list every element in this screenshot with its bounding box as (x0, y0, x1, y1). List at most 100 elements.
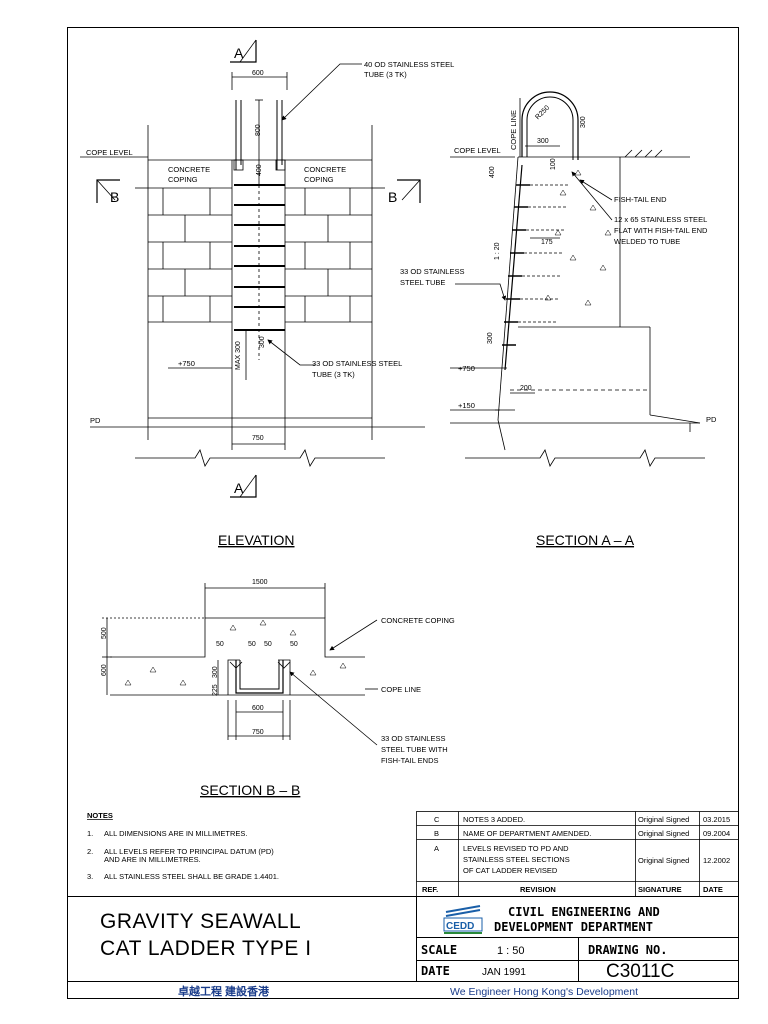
notes-heading: NOTES (87, 811, 113, 820)
elevation-coping-left-2: COPING (168, 175, 198, 184)
elevation-coping-right-1: CONCRETE (304, 165, 346, 174)
section-bb-title: SECTION B – B (200, 782, 300, 798)
revision-b-date: 09.2004 (703, 829, 730, 838)
revision-b-text: NAME OF DEPARTMENT AMENDED. (463, 829, 591, 838)
revision-a-text-1: LEVELS REVISED TO PD AND (463, 844, 569, 853)
section-aa-dim-300c: 300 (487, 332, 494, 344)
date-value: JAN 1991 (482, 967, 526, 978)
elevation-tube33-note-1: 33 OD STAINLESS STEEL (312, 359, 402, 368)
section-bb-tube-note-2: STEEL TUBE WITH (381, 745, 448, 754)
motto-english: We Engineer Hong Kong's Development (450, 986, 638, 998)
elevation-section-marker-a-bottom: A (234, 480, 244, 496)
section-aa-r250: R250 (534, 104, 551, 121)
section-bb-dim-50a: 50 (216, 641, 224, 648)
note-2-text-1: ALL LEVELS REFER TO PRINCIPAL DATUM (PD) (104, 847, 274, 856)
revision-header-date: DATE (703, 885, 723, 894)
motto-chinese: 卓越工程 建設香港 (178, 984, 270, 998)
section-aa-dim-100: 100 (550, 158, 557, 170)
section-bb-dim-500: 500 (101, 627, 108, 639)
note-2-num: 2. (87, 847, 93, 856)
scale-label: SCALE (421, 943, 457, 957)
elevation-cope-level: COPE LEVEL (86, 148, 133, 157)
section-aa-flat-note-1: 12 x 65 STAINLESS STEEL (614, 215, 707, 224)
elevation-dim-600: 600 (252, 70, 264, 77)
revision-b-ref: B (434, 829, 439, 838)
revision-a-date: 12.2002 (703, 856, 730, 865)
section-aa-fishtail: FISH-TAIL END (614, 195, 667, 204)
section-bb-cope-line: COPE LINE (381, 685, 421, 694)
drawing-title-line2: CAT LADDER TYPE I (100, 937, 312, 960)
sheet-border (67, 27, 739, 999)
elevation-tube33-note-2: TUBE (3 TK) (312, 370, 355, 379)
elevation-dim-750: 750 (252, 435, 264, 442)
elevation-coping-right-2: COPING (304, 175, 334, 184)
section-aa-pd: PD (706, 415, 717, 424)
section-aa-dim-300b: 300 (580, 116, 587, 128)
elevation-coping-left-1: CONCRETE (168, 165, 210, 174)
section-aa-dim-400: 400 (489, 166, 496, 178)
elevation-dim-400: 400 (256, 164, 263, 176)
elevation-dim-800: 800 (255, 124, 262, 136)
elevation-section-marker-b-left: B (110, 189, 119, 205)
revision-header-signature: SIGNATURE (638, 885, 682, 894)
section-aa-flat-note-2: FLAT WITH FISH-TAIL END (614, 226, 708, 235)
drawing-number: C3011C (606, 961, 674, 982)
section-bb-dim-50b: 50 (248, 641, 256, 648)
section-bb-concrete-hatch (124, 619, 347, 686)
section-bb-dim-600b: 600 (252, 705, 264, 712)
scale-value: 1 : 50 (497, 945, 525, 957)
section-bb-tube-note-1: 33 OD STAINLESS (381, 734, 445, 743)
revision-a-ref: A (434, 844, 439, 853)
section-aa-dim-200: 200 (520, 385, 532, 392)
note-1-num: 1. (87, 829, 93, 838)
cedd-logo: CEDD (443, 905, 483, 934)
note-2-text-2: AND ARE IN MILLIMETRES. (104, 855, 201, 864)
section-bb-dim-50d: 50 (290, 641, 298, 648)
date-label: DATE (421, 964, 450, 978)
section-bb-dim-750: 750 (252, 729, 264, 736)
section-bb-dim-50c: 50 (264, 641, 272, 648)
section-aa-level-150: +150 (458, 401, 475, 410)
section-bb-dim-300: 300 (212, 666, 219, 678)
revision-a-text-3: OF CAT LADDER REVISED (463, 866, 558, 875)
drawing-title-line1: GRAVITY SEAWALL (100, 910, 301, 933)
elevation-title: ELEVATION (218, 532, 295, 548)
elevation-tube40-note-1: 40 OD STAINLESS STEEL (364, 60, 454, 69)
department-line2: DEVELOPMENT DEPARTMENT (494, 920, 653, 934)
note-3-num: 3. (87, 872, 93, 881)
revision-c-sig: Original Signed (638, 815, 689, 824)
elevation-section-marker-b-right: B (388, 189, 397, 205)
section-aa-view (450, 91, 705, 467)
section-bb-dim-600: 600 (101, 664, 108, 676)
elevation-tube40-note-2: TUBE (3 TK) (364, 70, 407, 79)
revision-a-text-2: STAINLESS STEEL SECTIONS (463, 855, 570, 864)
elevation-view (80, 39, 425, 498)
section-bb-coping-note: CONCRETE COPING (381, 616, 455, 625)
elevation-level-750: +750 (178, 359, 195, 368)
department-line1: CIVIL ENGINEERING AND (508, 905, 660, 919)
elevation-pd: PD (90, 416, 101, 425)
section-aa-level-750: +750 (458, 364, 475, 373)
elevation-dim-max300: MAX 300 (235, 341, 242, 370)
revision-c-date: 03.2015 (703, 815, 730, 824)
drawing-no-label: DRAWING NO. (588, 943, 667, 957)
revision-header-ref: REF. (422, 885, 438, 894)
elevation-dim-300: 300 (259, 336, 266, 348)
section-bb-tube-note-3: FISH-TAIL ENDS (381, 756, 439, 765)
revision-header-revision: REVISION (520, 885, 556, 894)
section-aa-dim-175: 175 (541, 239, 553, 246)
revision-b-sig: Original Signed (638, 829, 689, 838)
section-aa-dim-300: 300 (537, 138, 549, 145)
section-aa-tube33-note-1: 33 OD STAINLESS (400, 267, 464, 276)
section-aa-cope-level: COPE LEVEL (454, 146, 501, 155)
note-1-text: ALL DIMENSIONS ARE IN MILLIMETRES. (104, 829, 248, 838)
section-aa-flat-note-3: WELDED TO TUBE (614, 237, 680, 246)
elevation-section-marker-a-top: A (234, 45, 244, 61)
revision-c-text: NOTES 3 ADDED. (463, 815, 525, 824)
section-bb-view (102, 583, 378, 746)
section-aa-slope: 1 : 20 (494, 242, 501, 260)
title-block (67, 896, 739, 982)
section-aa-concrete-hatch (544, 169, 612, 306)
note-3-text: ALL STAINLESS STEEL SHALL BE GRADE 1.440… (104, 872, 279, 881)
